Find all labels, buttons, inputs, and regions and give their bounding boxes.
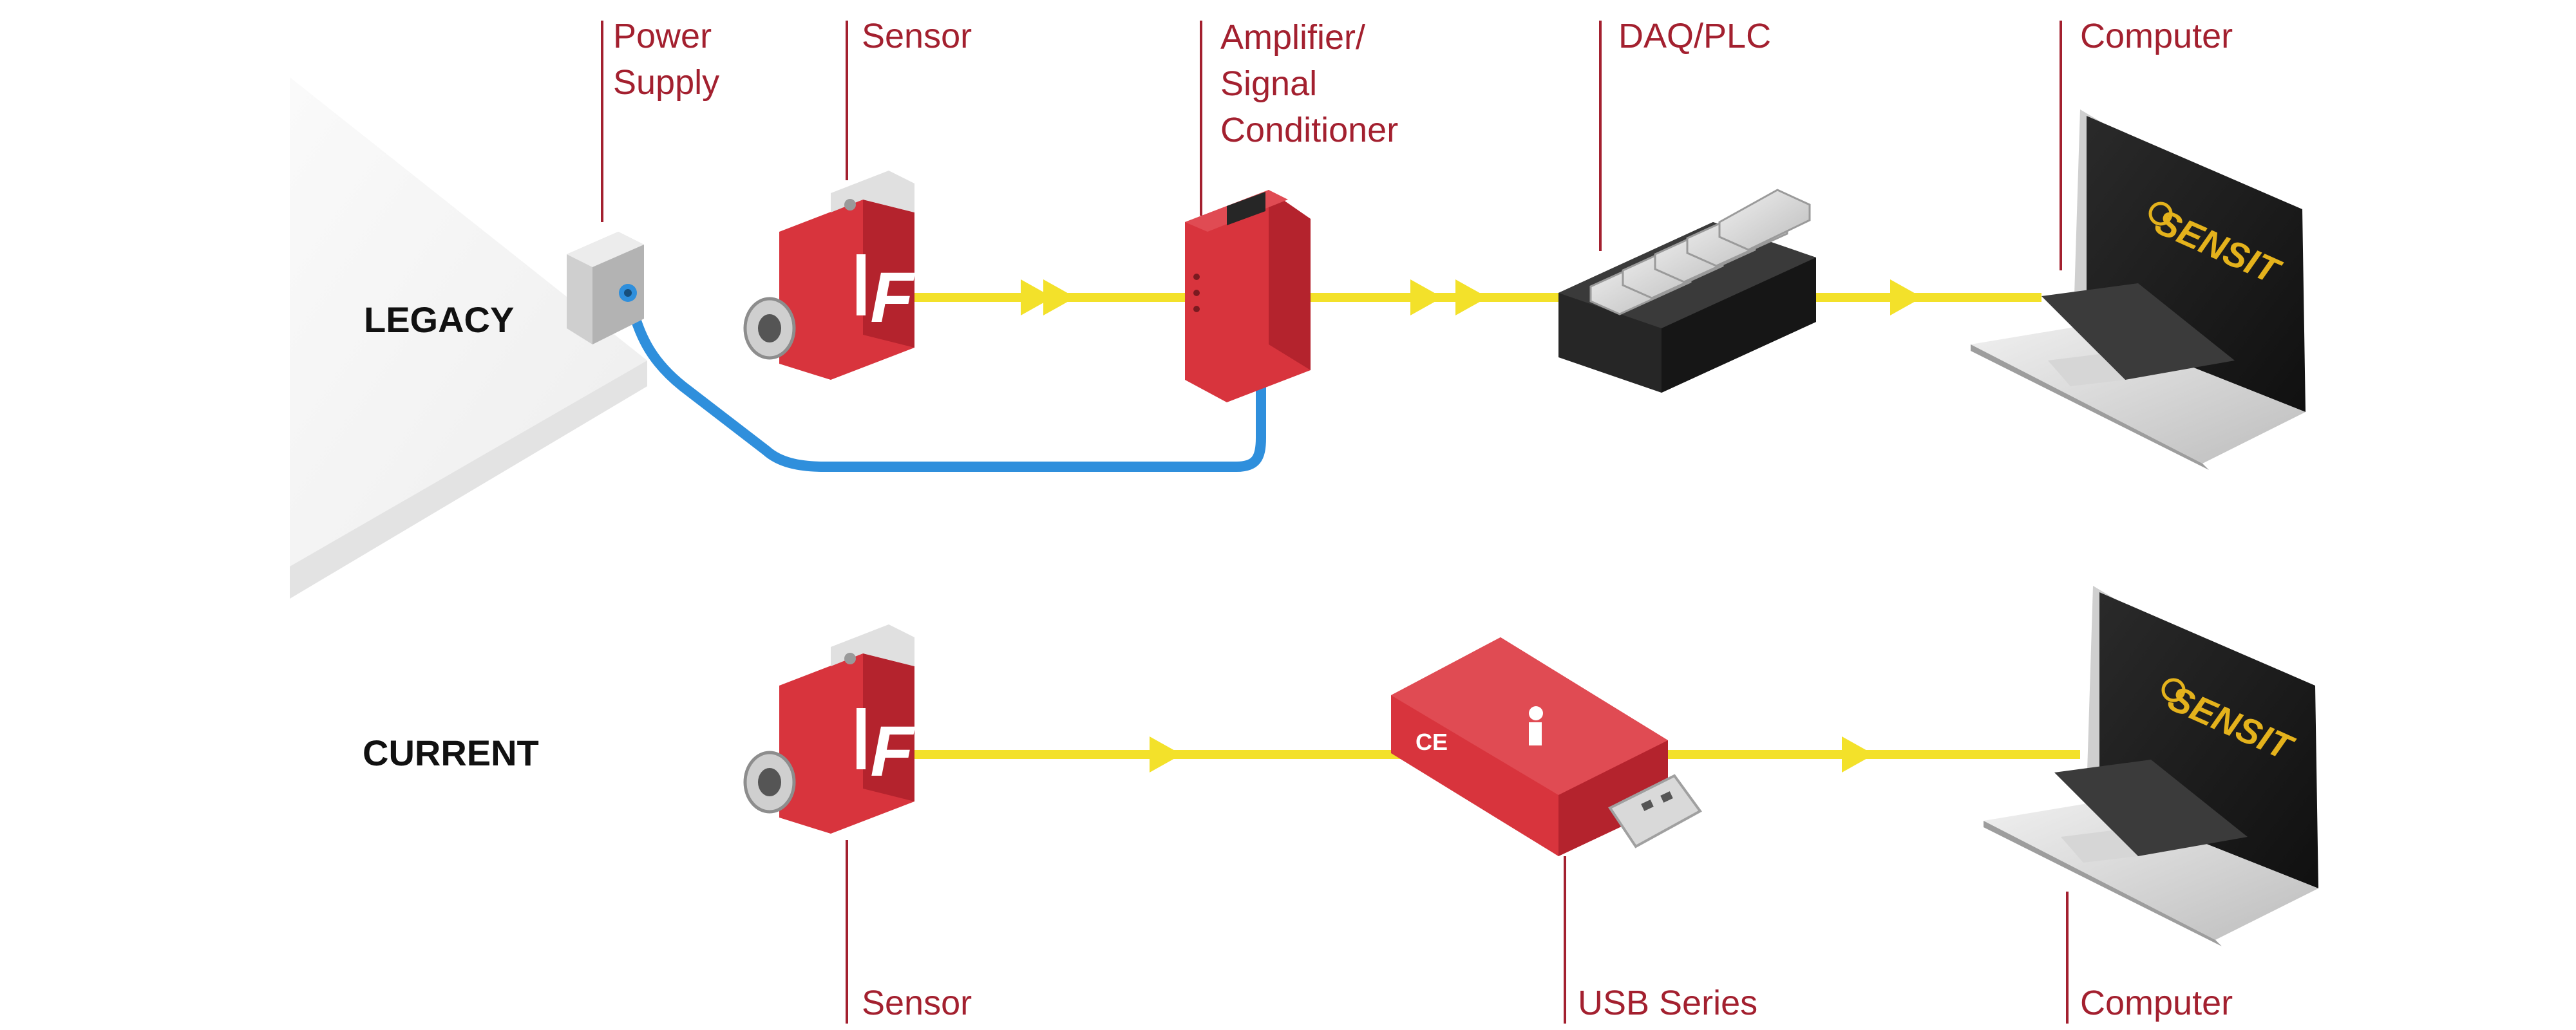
sensor-logo-bottom: F bbox=[870, 712, 915, 791]
label-daq-plc: DAQ/PLC bbox=[1618, 17, 1772, 55]
usb-series-device: CE bbox=[1391, 637, 1702, 856]
sensor-device-bottom: F bbox=[743, 624, 915, 834]
row-label-legacy: LEGACY bbox=[364, 299, 515, 340]
legacy-signal-arrows bbox=[1021, 279, 1922, 315]
label-power-supply: Power Supply bbox=[613, 17, 720, 102]
row-label-current: CURRENT bbox=[363, 733, 539, 773]
laptop-computer-top: SENSIT bbox=[1971, 109, 2306, 470]
amplifier-device bbox=[1185, 190, 1311, 402]
power-supply-device bbox=[567, 232, 644, 344]
label-usb-series: USB Series bbox=[1578, 984, 1758, 1022]
label-amplifier: Amplifier/ Signal Conditioner bbox=[1220, 18, 1399, 149]
power-cable bbox=[623, 285, 1266, 472]
label-sensor-top: Sensor bbox=[862, 17, 972, 55]
ce-mark: CE bbox=[1416, 729, 1448, 755]
label-computer-bottom: Computer bbox=[2080, 984, 2233, 1022]
daq-plc-device bbox=[1558, 189, 1816, 393]
table-surface bbox=[290, 77, 647, 599]
sensor-device-top: F bbox=[743, 171, 915, 380]
label-sensor-bottom: Sensor bbox=[862, 984, 972, 1022]
laptop-computer-bottom: SENSIT bbox=[1984, 586, 2318, 946]
sensor-logo-top: F bbox=[870, 258, 915, 337]
label-computer-top: Computer bbox=[2080, 17, 2233, 55]
current-signal-arrows bbox=[1150, 736, 1874, 772]
callout-leader-lines bbox=[601, 21, 2069, 1024]
